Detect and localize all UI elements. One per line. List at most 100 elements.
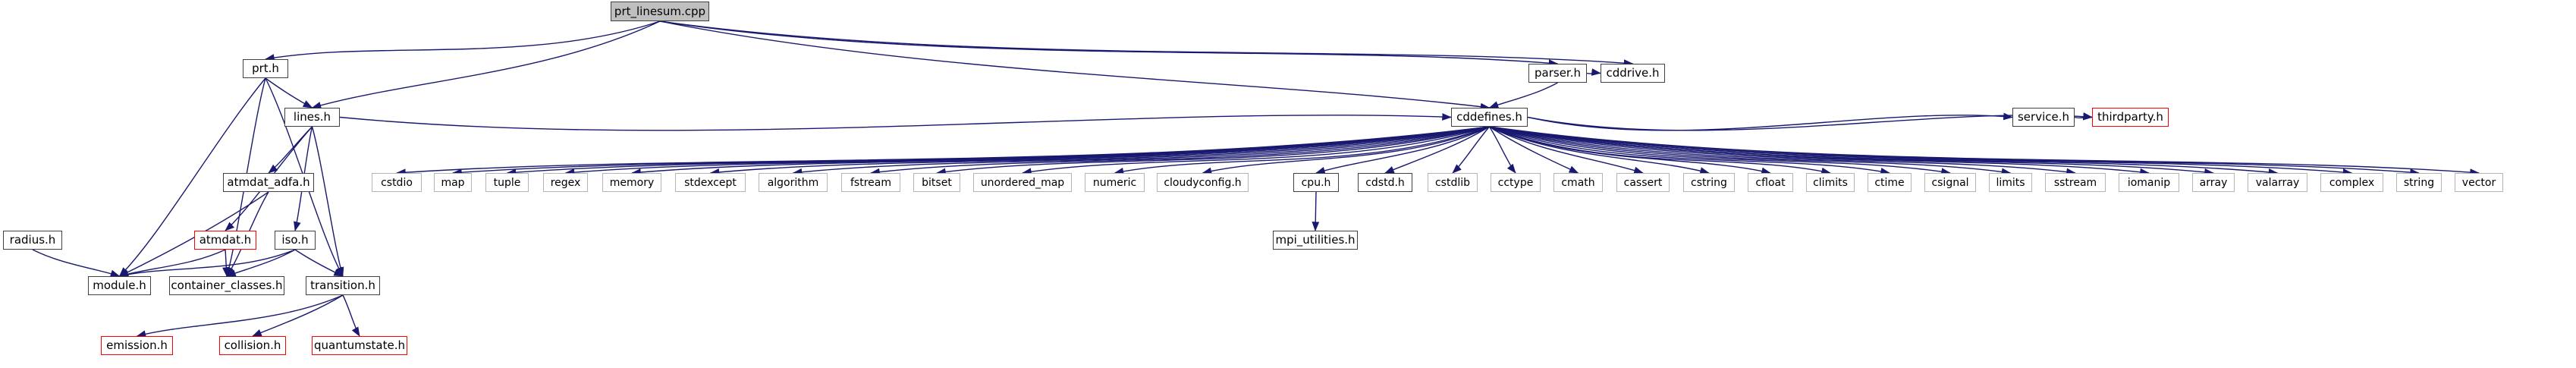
edge-cddefines-h-to-ctime bbox=[1489, 126, 1890, 175]
edge-radius-h-to-module-h bbox=[32, 249, 121, 278]
graph-node-cmath[interactable]: cmath bbox=[1553, 173, 1603, 192]
edge-cddefines-h-to-vector bbox=[1489, 126, 2480, 177]
graph-node-label: tuple bbox=[493, 176, 521, 189]
graph-node-label: regex bbox=[550, 176, 581, 189]
graph-node-label: atmdat_adfa.h bbox=[227, 175, 310, 189]
edge-cddefines-h-to-cstring bbox=[1489, 126, 1710, 175]
graph-node-bitset[interactable]: bitset bbox=[913, 173, 960, 192]
graph-node-iso-h[interactable]: iso.h bbox=[275, 231, 316, 250]
graph-node-tuple[interactable]: tuple bbox=[485, 173, 529, 192]
edge-atmdat-h-to-module-h bbox=[118, 249, 226, 278]
edge-cddefines-h-to-cstdlib bbox=[1452, 126, 1491, 174]
graph-node-label: cloudyconfig.h bbox=[1164, 176, 1242, 189]
graph-node-csignal[interactable]: csignal bbox=[1924, 173, 1976, 192]
edge-atmdat-h-to-container-classes-h bbox=[222, 249, 230, 277]
edge-cddefines-h-to-limits bbox=[1489, 126, 2012, 176]
graph-node-cddefines-h[interactable]: cddefines.h bbox=[1451, 108, 1528, 127]
graph-node-ctime[interactable]: ctime bbox=[1868, 173, 1912, 192]
graph-node-label: cddefines.h bbox=[1456, 110, 1522, 124]
edge-parser-h-to-cddrive-h bbox=[1586, 68, 1601, 76]
graph-node-array[interactable]: array bbox=[2192, 173, 2235, 192]
graph-node-cctype[interactable]: cctype bbox=[1491, 173, 1541, 192]
graph-node-label: cpu.h bbox=[1301, 176, 1331, 189]
graph-node-label: valarray bbox=[2255, 176, 2300, 189]
graph-node-label: prt.h bbox=[252, 61, 279, 75]
graph-node-cassert[interactable]: cassert bbox=[1616, 173, 1670, 192]
graph-node-module-h[interactable]: module.h bbox=[88, 276, 151, 295]
graph-node-algorithm[interactable]: algorithm bbox=[759, 173, 828, 192]
graph-node-vector[interactable]: vector bbox=[2455, 173, 2503, 192]
edge-cddefines-h-to-cmath bbox=[1489, 126, 1579, 174]
graph-node-radius-h[interactable]: radius.h bbox=[3, 231, 62, 250]
graph-node-label: cfloat bbox=[1755, 176, 1786, 189]
graph-node-prt-linesum-cpp[interactable]: prt_linesum.cpp bbox=[611, 2, 709, 21]
graph-node-label: lines.h bbox=[293, 110, 331, 124]
graph-node-label: transition.h bbox=[310, 278, 375, 292]
graph-node-label: module.h bbox=[93, 278, 146, 292]
graph-node-emission-h[interactable]: emission.h bbox=[101, 336, 173, 355]
graph-node-label: fstream bbox=[850, 176, 891, 189]
graph-node-label: limits bbox=[1996, 176, 2025, 189]
graph-node-container-classes-h[interactable]: container_classes.h bbox=[169, 276, 284, 295]
graph-node-map[interactable]: map bbox=[434, 173, 472, 192]
graph-node-memory[interactable]: memory bbox=[602, 173, 661, 192]
graph-node-sstream[interactable]: sstream bbox=[2045, 173, 2106, 192]
graph-node-label: radius.h bbox=[9, 233, 56, 247]
graph-node-cdstd-h[interactable]: cdstd.h bbox=[1358, 173, 1412, 192]
graph-node-lines-h[interactable]: lines.h bbox=[284, 108, 340, 127]
edge-cddefines-h-to-service-h bbox=[1527, 112, 2013, 131]
graph-node-cstdlib[interactable]: cstdlib bbox=[1428, 173, 1478, 192]
graph-node-cstdio[interactable]: cstdio bbox=[372, 173, 422, 192]
graph-node-cloudyconfig-h[interactable]: cloudyconfig.h bbox=[1157, 173, 1249, 192]
graph-node-atmdat-h[interactable]: atmdat.h bbox=[194, 231, 256, 250]
graph-node-iomanip[interactable]: iomanip bbox=[2119, 173, 2179, 192]
graph-node-parser-h[interactable]: parser.h bbox=[1528, 64, 1587, 83]
edge-prt-h-to-lines-h bbox=[265, 77, 313, 109]
graph-node-label: cmath bbox=[1561, 176, 1595, 189]
graph-node-cddrive-h[interactable]: cddrive.h bbox=[1601, 64, 1665, 83]
graph-node-complex[interactable]: complex bbox=[2320, 173, 2383, 192]
edge-transition-h-to-emission-h bbox=[136, 294, 344, 338]
graph-node-valarray[interactable]: valarray bbox=[2248, 173, 2307, 192]
graph-node-fstream[interactable]: fstream bbox=[841, 173, 900, 192]
graph-node-label: service.h bbox=[2017, 110, 2069, 124]
graph-node-climits[interactable]: climits bbox=[1806, 173, 1855, 192]
edge-service-h-to-thirdparty-h bbox=[2074, 112, 2093, 120]
graph-node-label: map bbox=[441, 176, 465, 189]
graph-node-mpi-utilities-h[interactable]: mpi_utilities.h bbox=[1273, 231, 1358, 250]
graph-node-label: cdstd.h bbox=[1365, 176, 1405, 189]
graph-node-label: collision.h bbox=[224, 338, 281, 352]
graph-node-unordered-map[interactable]: unordered_map bbox=[973, 173, 1072, 192]
graph-node-cstring[interactable]: cstring bbox=[1683, 173, 1735, 192]
graph-node-label: iomanip bbox=[2127, 176, 2171, 189]
edge-lines-h-to-transition-h bbox=[311, 126, 344, 277]
graph-node-quantumstate-h[interactable]: quantumstate.h bbox=[312, 336, 407, 355]
edge-cddefines-h-to-numeric bbox=[1114, 126, 1490, 175]
edge-iso-h-to-module-h bbox=[118, 249, 296, 278]
graph-node-cfloat[interactable]: cfloat bbox=[1748, 173, 1793, 192]
graph-node-numeric[interactable]: numeric bbox=[1085, 173, 1145, 192]
graph-node-limits[interactable]: limits bbox=[1989, 173, 2032, 192]
graph-node-transition-h[interactable]: transition.h bbox=[306, 276, 380, 295]
edge-cddefines-h-to-stdexcept bbox=[709, 126, 1490, 176]
edge-prt-h-to-module-h bbox=[118, 77, 266, 277]
edge-cpu-h-to-mpi-utilities-h bbox=[1312, 191, 1320, 231]
graph-node-regex[interactable]: regex bbox=[543, 173, 588, 192]
graph-node-cpu-h[interactable]: cpu.h bbox=[1293, 173, 1339, 192]
graph-node-label: cstring bbox=[1691, 176, 1727, 189]
graph-node-thirdparty-h[interactable]: thirdparty.h bbox=[2092, 108, 2169, 127]
graph-node-prt-h[interactable]: prt.h bbox=[243, 59, 288, 78]
graph-node-atmdat-adfa-h[interactable]: atmdat_adfa.h bbox=[223, 173, 314, 192]
edge-prt-linesum-cpp-to-cddrive-h bbox=[659, 20, 1634, 68]
graph-node-service-h[interactable]: service.h bbox=[2012, 108, 2075, 127]
edge-cddefines-h-to-bitset bbox=[936, 126, 1490, 176]
edge-cddefines-h-to-climits bbox=[1489, 126, 1831, 175]
graph-node-label: stdexcept bbox=[684, 176, 737, 189]
graph-node-stdexcept[interactable]: stdexcept bbox=[675, 173, 746, 192]
graph-node-string[interactable]: string bbox=[2396, 173, 2442, 192]
graph-node-collision-h[interactable]: collision.h bbox=[219, 336, 286, 355]
edge-cddefines-h-to-thirdparty-h bbox=[1527, 112, 2093, 131]
graph-node-label: cstdio bbox=[381, 176, 413, 189]
graph-node-label: cddrive.h bbox=[1606, 66, 1660, 80]
